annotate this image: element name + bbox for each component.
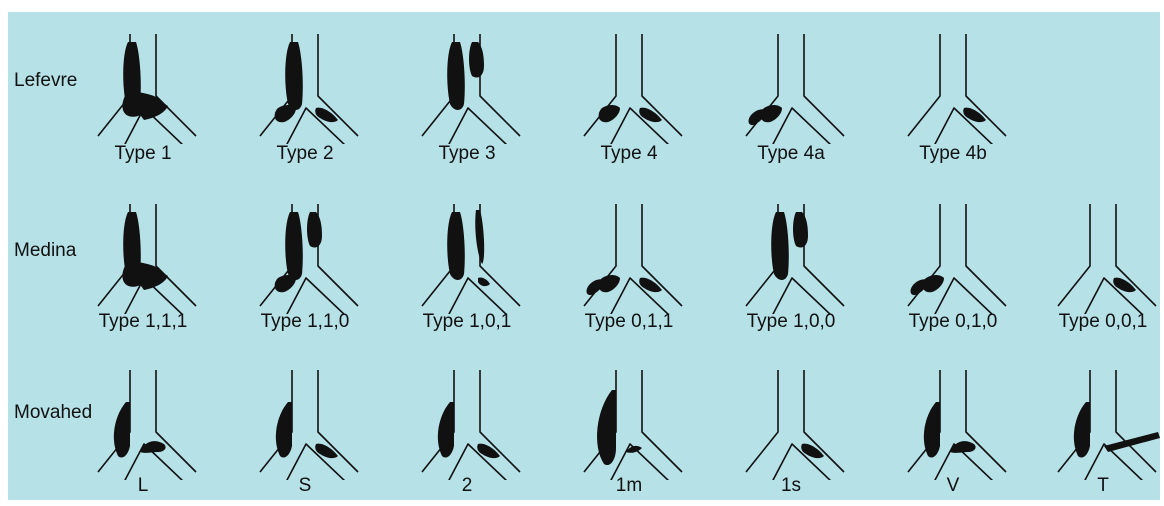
vessel-diagram xyxy=(878,24,1028,144)
caption: Type 4a xyxy=(716,143,866,165)
bifurcation-lefevre-4: Type 4 xyxy=(554,24,704,164)
vessel-diagram xyxy=(392,360,542,480)
bifurcation-lefevre-6: Type 4b xyxy=(878,24,1028,164)
caption: 1m xyxy=(554,475,704,497)
bifurcation-movahed-6: V xyxy=(878,360,1028,500)
caption: L xyxy=(68,475,218,497)
bifurcation-lefevre-3: Type 3 xyxy=(392,24,542,164)
caption: V xyxy=(878,475,1028,497)
bifurcation-movahed-5: 1s xyxy=(716,360,866,500)
caption: Type 1,0,0 xyxy=(716,311,866,333)
vessel-diagram xyxy=(716,360,866,480)
bifurcation-movahed-1: L xyxy=(68,360,218,500)
caption: Type 4 xyxy=(554,143,704,165)
vessel-diagram xyxy=(68,194,218,314)
bifurcation-medina-2: Type 1,1,0 xyxy=(230,194,380,334)
vessel-diagram xyxy=(554,194,704,314)
vessel-diagram xyxy=(716,24,866,144)
bifurcation-medina-1: Type 1,1,1 xyxy=(68,194,218,334)
bifurcation-movahed-2: S xyxy=(230,360,380,500)
vessel-diagram xyxy=(554,360,704,480)
caption: Type 0,1,1 xyxy=(554,311,704,333)
caption: 1s xyxy=(716,475,866,497)
caption: Type 3 xyxy=(392,143,542,165)
vessel-diagram xyxy=(392,194,542,314)
caption: Type 1,0,1 xyxy=(392,311,542,333)
vessel-diagram xyxy=(68,24,218,144)
bifurcation-lefevre-1: Type 1 xyxy=(68,24,218,164)
caption: Type 1 xyxy=(68,143,218,165)
bifurcation-movahed-7: T xyxy=(1028,360,1164,500)
vessel-diagram xyxy=(878,194,1028,314)
bifurcation-lefevre-5: Type 4a xyxy=(716,24,866,164)
vessel-diagram xyxy=(878,360,1028,480)
vessel-diagram xyxy=(230,194,380,314)
bifurcation-lefevre-2: Type 2 xyxy=(230,24,380,164)
caption: Type 1,1,1 xyxy=(68,311,218,333)
row-label-medina: Medina xyxy=(14,240,76,262)
bifurcation-medina-4: Type 0,1,1 xyxy=(554,194,704,334)
caption: Type 4b xyxy=(878,143,1028,165)
caption: Type 0,0,1 xyxy=(1028,311,1164,333)
bifurcation-medina-7: Type 0,0,1 xyxy=(1028,194,1164,334)
vessel-diagram xyxy=(230,360,380,480)
vessel-diagram xyxy=(230,24,380,144)
caption: 2 xyxy=(392,475,542,497)
vessel-diagram xyxy=(1028,194,1164,314)
bifurcation-medina-3: Type 1,0,1 xyxy=(392,194,542,334)
caption: Type 0,1,0 xyxy=(878,311,1028,333)
caption: S xyxy=(230,475,380,497)
vessel-diagram xyxy=(68,360,218,480)
vessel-diagram xyxy=(392,24,542,144)
caption: T xyxy=(1028,475,1164,497)
vessel-diagram xyxy=(716,194,866,314)
bifurcation-movahed-4: 1m xyxy=(554,360,704,500)
vessel-diagram xyxy=(1028,360,1164,480)
bifurcation-medina-6: Type 0,1,0 xyxy=(878,194,1028,334)
caption: Type 1,1,0 xyxy=(230,311,380,333)
bifurcation-medina-5: Type 1,0,0 xyxy=(716,194,866,334)
bifurcation-movahed-3: 2 xyxy=(392,360,542,500)
caption: Type 2 xyxy=(230,143,380,165)
vessel-diagram xyxy=(554,24,704,144)
